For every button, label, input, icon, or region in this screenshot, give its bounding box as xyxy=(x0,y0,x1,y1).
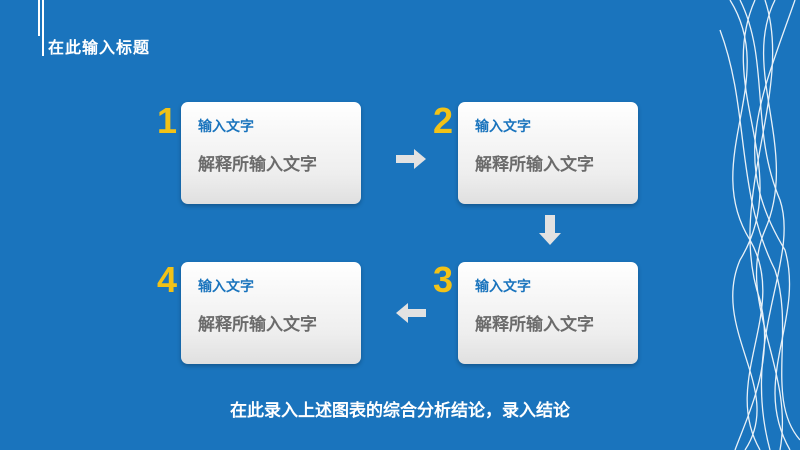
step-text: 解释所输入文字 xyxy=(198,315,317,335)
step-text: 解释所输入文字 xyxy=(475,315,594,335)
step-number: 3 xyxy=(433,259,454,300)
step-number: 2 xyxy=(433,100,454,141)
step-card: 输入文字 解释所输入文字 xyxy=(458,262,638,364)
step-title: 输入文字 xyxy=(475,279,531,295)
arrow-down-icon xyxy=(539,215,561,245)
step-title: 输入文字 xyxy=(198,279,254,295)
summary-text: 在此录入上述图表的综合分析结论，录入结论 xyxy=(230,401,570,421)
step-number: 1 xyxy=(157,100,178,141)
step-title: 输入文字 xyxy=(198,119,254,135)
arrow-right-icon xyxy=(396,149,426,169)
slide-title: 在此输入标题 xyxy=(48,38,151,57)
step-card: 输入文字 解释所输入文字 xyxy=(181,262,361,364)
step-text: 解释所输入文字 xyxy=(475,155,594,175)
step-number: 4 xyxy=(157,259,178,300)
header-line xyxy=(38,0,40,36)
arrow-left-icon xyxy=(396,303,426,323)
header-line xyxy=(42,0,44,56)
step-card: 输入文字 解释所输入文字 xyxy=(458,102,638,204)
step-card: 输入文字 解释所输入文字 xyxy=(181,102,361,204)
step-text: 解释所输入文字 xyxy=(198,155,317,175)
step-title: 输入文字 xyxy=(475,119,531,135)
decorative-curves xyxy=(719,0,800,450)
